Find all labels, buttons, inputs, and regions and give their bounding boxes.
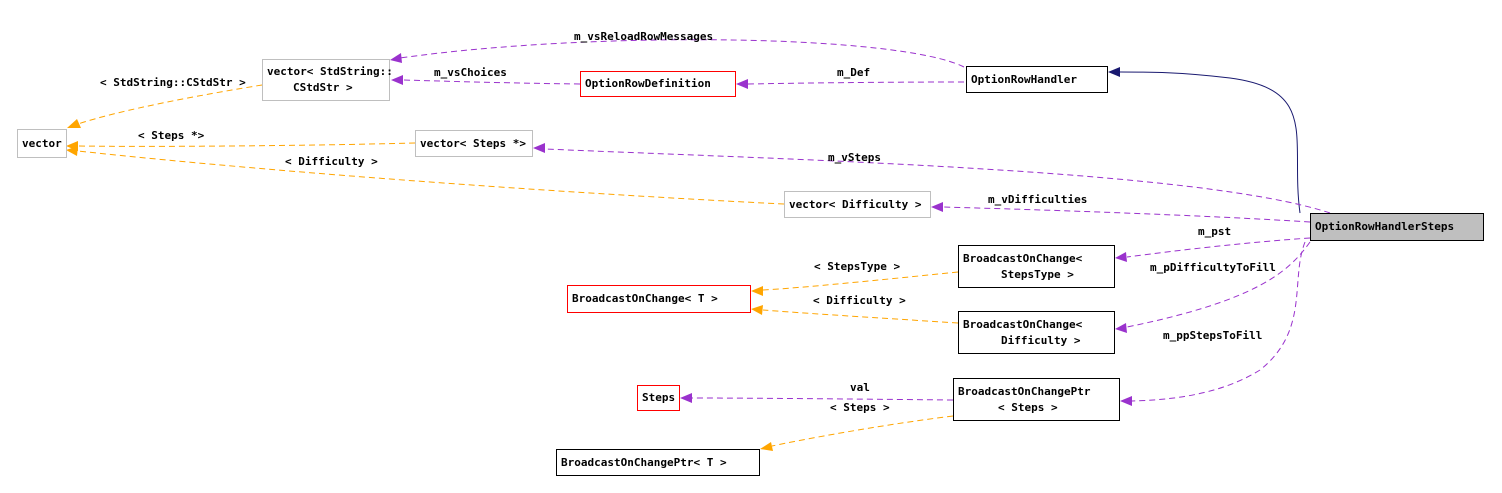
label-steps: < Steps > (830, 401, 890, 414)
label-m-vsteps: m_vSteps (828, 151, 881, 164)
node-boc-difficulty-line2: Difficulty > (1001, 333, 1081, 347)
node-boc-stepstype[interactable]: BroadcastOnChange< StepsType > (958, 245, 1115, 288)
node-bocptr-steps-line1: BroadcastOnChangePtr (958, 384, 1091, 398)
edge-tpl-stepstype (762, 271, 959, 291)
edge-m-vsteps (544, 148, 1331, 214)
edge-arrowhead (1108, 67, 1120, 77)
label-steps-ptr: < Steps *> (138, 129, 205, 142)
node-steps[interactable]: Steps (637, 385, 680, 411)
edge-inherit-optionrowhandler (1119, 71, 1301, 214)
node-boc-difficulty[interactable]: BroadcastOnChange< Difficulty > (958, 311, 1115, 354)
edge-arrowhead (1115, 323, 1127, 333)
node-steps-label: Steps (642, 391, 676, 404)
node-optionrowhandler[interactable]: OptionRowHandler (966, 66, 1108, 93)
node-optionrowhandlersteps-label: OptionRowHandlerSteps (1315, 220, 1455, 233)
edge-arrowhead (760, 442, 773, 451)
node-vector-steps[interactable]: vector< Steps *> (415, 130, 533, 157)
edge-m-vschoices (402, 79, 581, 85)
node-boc-stepstype-line2: StepsType > (1001, 267, 1074, 281)
node-boc-difficulty-line1: BroadcastOnChange< (963, 317, 1083, 331)
edge-arrowhead (533, 143, 545, 153)
label-m-ppstepstofill: m_ppStepsToFill (1163, 329, 1263, 342)
edge-arrowhead (67, 119, 81, 128)
node-vector[interactable]: vector (17, 129, 67, 158)
node-vector-difficulty[interactable]: vector< Difficulty > (784, 191, 931, 218)
node-boc-stepstype-line1: BroadcastOnChange< (963, 251, 1083, 265)
node-optionrowhandler-label: OptionRowHandler (971, 72, 1077, 86)
edge-tpl-difficulty (77, 150, 785, 205)
node-boc-t-label: BroadcastOnChange< T > (572, 292, 718, 305)
node-boc-t[interactable]: BroadcastOnChange< T > (567, 285, 751, 313)
node-vector-label: vector (22, 136, 62, 150)
edge-tpl-steps (771, 415, 954, 447)
edge-arrowhead (736, 79, 748, 89)
edge-arrowhead (751, 286, 763, 296)
label-difficulty: < Difficulty > (285, 155, 378, 168)
label-stepstype: < StepsType > (814, 260, 901, 273)
node-optionrowdefinition[interactable]: OptionRowDefinition (580, 71, 736, 97)
label-stdstring-cstdstr: < StdString::CStdStr > (100, 76, 246, 89)
node-bocptr-steps[interactable]: BroadcastOnChangePtr < Steps > (953, 378, 1120, 421)
edge-tpl-steps-ptr (77, 142, 416, 147)
node-vector-steps-label: vector< Steps *> (420, 136, 526, 150)
edge-arrowhead (680, 393, 692, 403)
node-optionrowhandlersteps[interactable]: OptionRowHandlerSteps (1310, 213, 1484, 241)
node-bocptr-steps-line2: < Steps > (998, 400, 1058, 414)
edge-m-ppstepstofill (1131, 241, 1306, 402)
label-val: val (850, 381, 870, 394)
edge-tpl-difficulty-2 (762, 309, 959, 324)
label-m-vschoices: m_vsChoices (434, 66, 507, 79)
edge-arrowhead (1120, 396, 1132, 406)
edge-arrowhead (931, 202, 943, 212)
node-bocptr-t-label: BroadcastOnChangePtr< T > (561, 455, 727, 469)
label-m-pdifficultytofill: m_pDifficultyToFill (1150, 261, 1276, 274)
label-m-def: m_Def (837, 66, 871, 79)
edge-m-vsreloadrowmessages (399, 39, 965, 68)
label-m-vsreloadrowmessages: m_vsReloadRowMessages (574, 30, 714, 43)
edge-arrowhead (751, 305, 763, 315)
label-m-vdifficulties: m_vDifficulties (988, 193, 1088, 206)
edge-arrowhead (390, 53, 402, 63)
edge-m-pdifficultytofill (1126, 241, 1311, 328)
node-bocptr-t[interactable]: BroadcastOnChangePtr< T > (556, 449, 760, 476)
node-vector-difficulty-label: vector< Difficulty > (789, 197, 922, 211)
label-difficulty-2: < Difficulty > (813, 294, 906, 307)
edge-val (691, 397, 954, 401)
node-vector-cstdstr[interactable]: vector< StdString:: CStdStr > (262, 59, 393, 101)
edge-m-vdifficulties (942, 206, 1311, 223)
node-vector-cstdstr-line2: CStdStr > (293, 81, 353, 94)
edge-m-def (747, 81, 965, 85)
edge-arrowhead (1115, 252, 1127, 262)
edge-tpl-cstdstr (77, 84, 263, 125)
node-vector-cstdstr-line1: vector< StdString:: (267, 65, 393, 78)
node-optionrowdefinition-label: OptionRowDefinition (585, 77, 711, 90)
label-m-pst: m_pst (1198, 225, 1232, 238)
edge-arrowhead (391, 75, 403, 85)
edge-m-pst (1126, 237, 1311, 258)
edge-arrowhead (66, 146, 78, 156)
